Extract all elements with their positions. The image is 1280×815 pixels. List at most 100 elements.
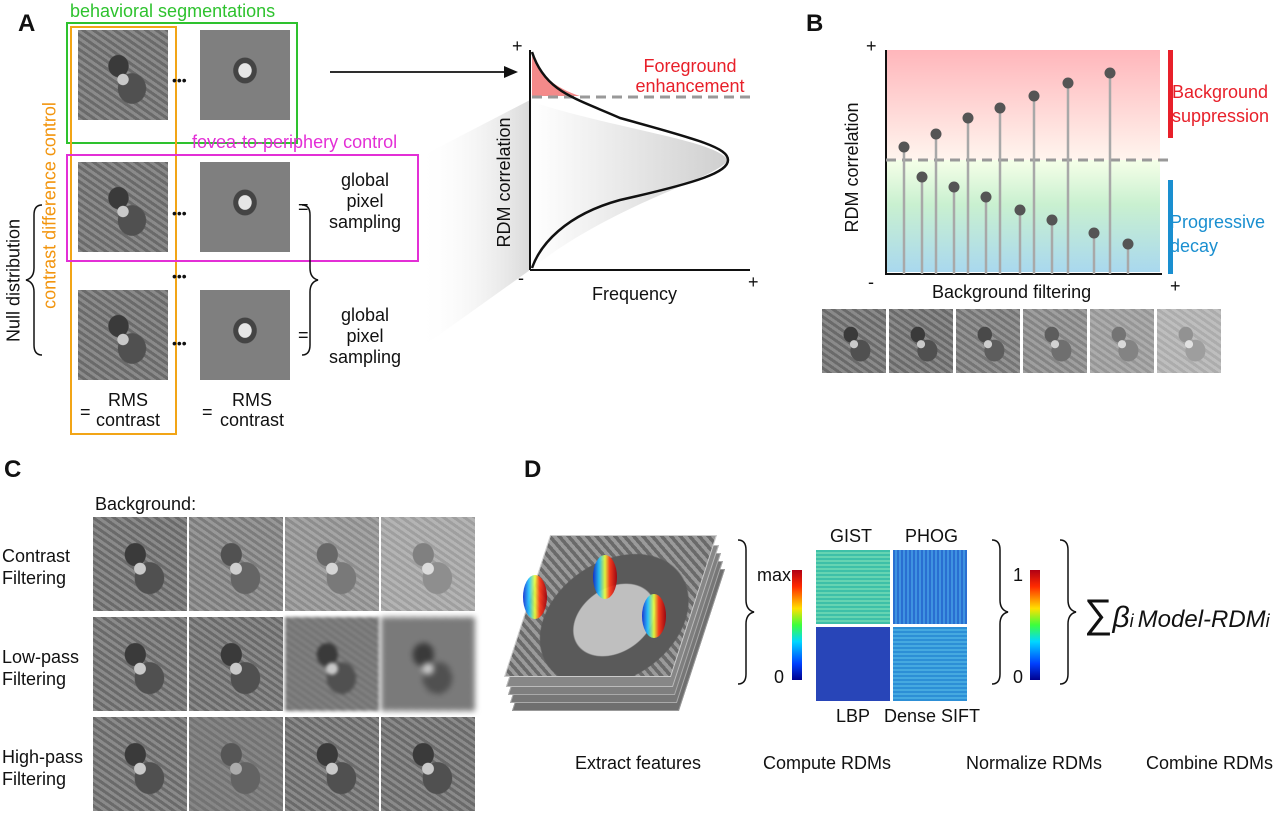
c-row-label-lowpass: Low-pass Filtering <box>2 647 80 689</box>
lollipop-point <box>898 141 910 153</box>
panel-a-label: A <box>18 10 36 37</box>
c-row-label-contrast: Contrast Filtering <box>2 546 71 588</box>
behavioral-segmentations-label: behavioral segmentations <box>70 1 276 21</box>
step-combine-rdms: Combine RDMs <box>1146 753 1274 773</box>
segmented-object-thumb <box>200 30 290 120</box>
gabor-blob-1 <box>523 575 547 619</box>
arrow-head <box>504 66 518 78</box>
background-heading: Background: <box>95 494 197 514</box>
filter-thumb-r2-c1 <box>93 617 187 711</box>
filter-thumb-r2-c2 <box>189 617 283 711</box>
b-x-axis-label: Background filtering <box>932 282 1092 302</box>
a-y-minus: - <box>518 268 524 288</box>
rdm-gist <box>816 550 890 624</box>
rms-contrast-1: RMS contrast <box>95 390 161 430</box>
b-y-axis-label: RDM correlation <box>842 102 862 233</box>
b-filter-thumb-5 <box>1090 309 1154 373</box>
filter-thumb-r1-c4 <box>381 517 475 611</box>
global-pixel-sampling-2: global pixel sampling <box>328 305 402 367</box>
filter-thumb-r3-c3 <box>285 717 379 811</box>
equals-rms-1: = <box>80 402 91 422</box>
b-y-plus: + <box>866 36 877 56</box>
gabor-blob-2 <box>593 555 617 599</box>
rdm-label-phog: PHOG <box>905 526 959 546</box>
filter-thumb-r3-c2 <box>189 717 283 811</box>
colorbar-1-min: 0 <box>774 667 785 687</box>
step-compute-rdms: Compute RDMs <box>763 753 892 773</box>
rdm-phog <box>893 550 967 624</box>
rdm-label-dense-sift: Dense SIFT <box>884 706 981 726</box>
foreground-tail <box>532 56 580 96</box>
lollipop-point <box>962 112 974 124</box>
panel-d-label: D <box>524 456 542 483</box>
a-y-plus: + <box>512 36 523 56</box>
null-thumb-2 <box>200 290 290 380</box>
equals-sign-1: = <box>298 197 309 217</box>
progressive-decay-label: Progressive decay <box>1170 212 1266 256</box>
contrast-control-box <box>70 26 177 435</box>
lollipop-point <box>1062 77 1074 89</box>
b-filter-thumb-4 <box>1023 309 1087 373</box>
fovea-periphery-label: fovea-to-periphery control <box>192 132 398 152</box>
filter-thumb-r2-c3 <box>285 617 379 711</box>
distribution-fill <box>532 102 728 268</box>
panel-c-label: C <box>4 456 22 483</box>
rdm-label-lbp: LBP <box>836 706 871 726</box>
rms-contrast-2: RMS contrast <box>219 390 285 430</box>
rdm-dense-sift <box>893 627 967 701</box>
b-filter-thumb-6 <box>1157 309 1221 373</box>
c-row-label-highpass: High-pass Filtering <box>2 747 84 789</box>
ellipsis-row1: ••• <box>172 72 187 88</box>
lollipop-point <box>1014 204 1026 216</box>
ellipsis-row2: ••• <box>172 205 187 221</box>
colorbar-1-max: max <box>757 565 792 585</box>
filter-thumb-r1-c1 <box>93 517 187 611</box>
b-x-plus: + <box>1170 276 1181 296</box>
lollipop-point <box>930 128 942 140</box>
equals-sign-2: = <box>298 325 309 345</box>
behavioral-segmentations-box <box>66 22 298 144</box>
colorbar-1 <box>792 570 802 680</box>
distribution-curve <box>530 51 730 269</box>
colorbar-2-max: 1 <box>1013 565 1024 585</box>
filter-thumb-r3-c1 <box>93 717 187 811</box>
lollipop-point <box>948 181 960 193</box>
filter-thumb-r1-c2 <box>189 517 283 611</box>
colorbar-2-min: 0 <box>1013 667 1024 687</box>
lollipop-point <box>1088 227 1100 239</box>
lollipop-point <box>1046 214 1058 226</box>
a-x-plus: + <box>748 272 759 292</box>
step-extract-features: Extract features <box>575 753 702 773</box>
b-filter-thumb-3 <box>956 309 1020 373</box>
fovea-thumb-1 <box>78 162 168 252</box>
d-braces <box>737 539 1077 685</box>
a-x-axis-label: Frequency <box>592 284 678 304</box>
ellipsis-row3: ••• <box>172 335 187 351</box>
lollipop-point <box>916 171 928 183</box>
rdm-label-gist: GIST <box>830 526 873 546</box>
lollipop-point <box>1104 67 1116 79</box>
foreground-enhancement-label: Foreground enhancement <box>635 56 745 96</box>
fan-shading <box>418 100 530 350</box>
lollipop-point <box>980 191 992 203</box>
lollipop-point <box>994 102 1006 114</box>
feature-stack <box>503 525 726 725</box>
panel-a-graphics <box>25 50 752 356</box>
lollipop-point <box>1122 238 1134 250</box>
filter-thumb-r1-c3 <box>285 517 379 611</box>
b-y-minus: - <box>868 272 874 292</box>
segmented-giraffe-thumb <box>78 30 168 120</box>
filter-thumb-r2-c4 <box>381 617 475 711</box>
step-normalize-rdms: Normalize RDMs <box>966 753 1103 773</box>
lollipop-point <box>1028 90 1040 102</box>
equals-rms-2: = <box>202 402 213 422</box>
panel-b-label: B <box>806 10 824 37</box>
right-brace <box>301 204 319 356</box>
background-suppression-label: Background suppression <box>1172 82 1270 126</box>
left-brace <box>25 204 43 356</box>
ellipsis-vertical: ••• <box>172 268 187 284</box>
panel-b-chart <box>885 50 1173 275</box>
filter-thumb-r3-c4 <box>381 717 475 811</box>
global-pixel-sampling-1: global pixel sampling <box>328 170 402 232</box>
